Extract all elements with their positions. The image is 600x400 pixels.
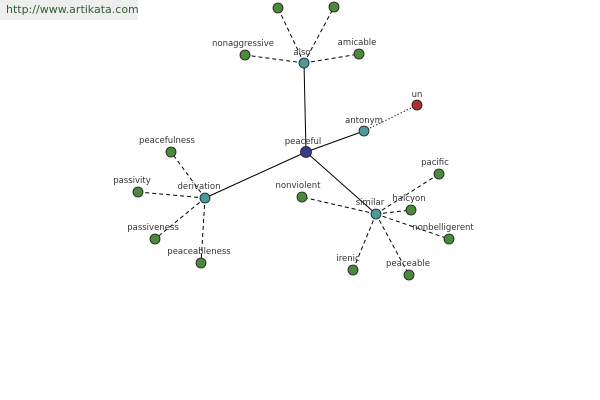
label-also: also: [293, 48, 310, 58]
node-un[interactable]: [411, 99, 423, 111]
node-nonviolent[interactable]: [296, 191, 308, 203]
label-peacefulness: peacefulness: [139, 136, 196, 146]
edge-similar-pacific: [375, 173, 440, 215]
label-nonviolent: nonviolent: [276, 181, 322, 191]
node-irenic[interactable]: [347, 264, 359, 276]
label-peaceableness: peaceableness: [167, 247, 231, 257]
node-amicable[interactable]: [353, 48, 365, 60]
edge-peaceful-antonym: [305, 130, 365, 153]
edge-peaceful-derivation: [204, 151, 307, 199]
label-passivity: passivity: [113, 176, 151, 186]
edge-also-nonaggressive: [244, 54, 305, 64]
label-derivation: derivation: [177, 182, 220, 192]
label-nonbelligerent: nonbelligerent: [412, 223, 474, 233]
node-antonym[interactable]: [358, 125, 370, 137]
node-also-offtop-2[interactable]: [328, 1, 340, 13]
node-similar[interactable]: [370, 208, 382, 220]
edge-derivation-passiveness: [154, 197, 206, 240]
edge-peaceful-also: [303, 62, 307, 153]
edge-derivation-peaceableness: [200, 197, 206, 264]
edge-similar-nonbelligerent: [375, 213, 450, 240]
node-nonbelligerent[interactable]: [443, 233, 455, 245]
node-also-offtop-1[interactable]: [272, 2, 284, 14]
label-peaceful: peaceful: [285, 137, 321, 147]
node-peaceable[interactable]: [403, 269, 415, 281]
edge-similar-nonviolent: [301, 196, 377, 215]
edge-similar-irenic: [352, 213, 377, 271]
edge-also-also-offtop-1: [277, 7, 305, 64]
node-passivity[interactable]: [132, 186, 144, 198]
edge-similar-halcyon: [375, 209, 412, 215]
edge-also-amicable: [303, 53, 360, 64]
node-nonaggressive[interactable]: [239, 49, 251, 61]
label-antonym: antonym: [345, 116, 383, 126]
label-amicable: amicable: [338, 38, 377, 48]
label-nonaggressive: nonaggressive: [212, 39, 274, 49]
label-halcyon: halcyon: [392, 194, 425, 204]
label-un: un: [412, 90, 423, 100]
label-pacific: pacific: [421, 158, 449, 168]
watermark-badge: http://www.artikata.com: [0, 0, 139, 20]
node-also[interactable]: [298, 57, 310, 69]
edge-derivation-peacefulness: [170, 151, 206, 199]
label-passiveness: passiveness: [127, 223, 179, 233]
node-peacefulness[interactable]: [165, 146, 177, 158]
label-similar: similar: [356, 198, 385, 208]
label-peaceable: peaceable: [386, 259, 430, 269]
node-passiveness[interactable]: [149, 233, 161, 245]
node-pacific[interactable]: [433, 168, 445, 180]
node-peaceableness[interactable]: [195, 257, 207, 269]
node-derivation[interactable]: [199, 192, 211, 204]
node-halcyon[interactable]: [405, 204, 417, 216]
watermark-url[interactable]: http://www.artikata.com: [6, 3, 139, 16]
edge-peaceful-similar: [305, 151, 377, 215]
label-irenic: irenic: [336, 254, 360, 264]
edge-also-also-offtop-2: [303, 6, 335, 64]
edge-derivation-passivity: [137, 191, 206, 199]
node-peaceful[interactable]: [300, 146, 312, 158]
edge-similar-peaceable: [375, 213, 410, 276]
